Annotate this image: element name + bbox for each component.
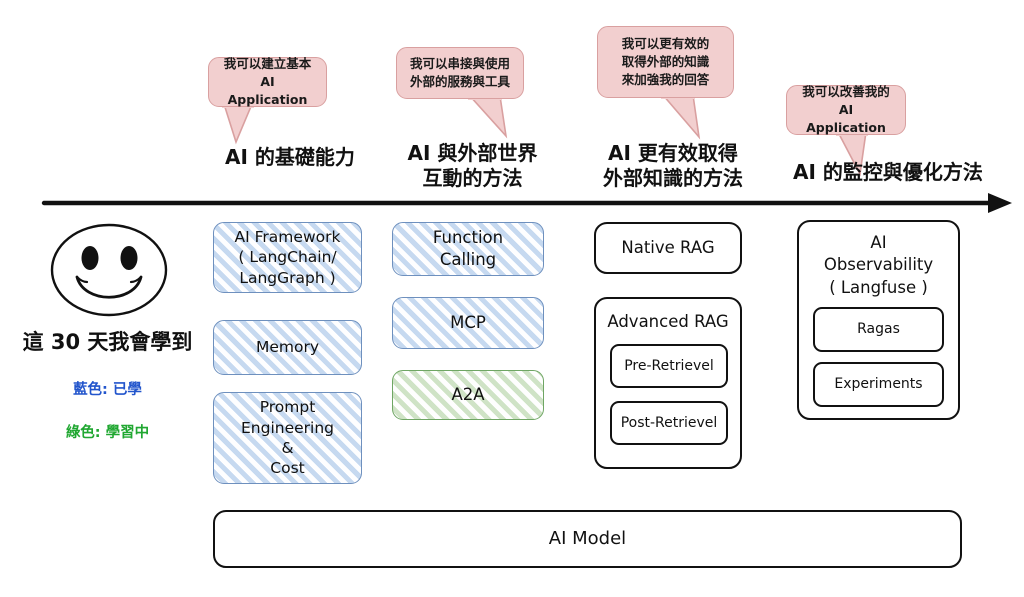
column-heading-tools: AI 與外部世界 互動的方法 [407, 141, 538, 190]
node-advanced-rag-group[interactable]: Advanced RAG Pre-Retrievel Post-Retrieve… [594, 297, 742, 469]
column-heading-foundation: AI 的基礎能力 [225, 145, 355, 169]
node-mcp[interactable]: MCP [392, 297, 544, 349]
node-ragas[interactable]: Ragas [813, 307, 944, 352]
speech-bubble-rag-text: 我可以更有效的 取得外部的知識 來加強我的回答 [621, 35, 710, 88]
legend-learning: 綠色: 學習中 [65, 425, 150, 441]
speech-bubble-foundation-text: 我可以建立基本 AI Application [223, 55, 312, 108]
speech-bubble-observability-text: 我可以改善我的 AI Application [802, 83, 890, 136]
node-a2a[interactable]: A2A [392, 370, 544, 420]
smiley-face-icon [50, 223, 168, 317]
node-experiments[interactable]: Experiments [813, 362, 944, 407]
column-heading-observability: AI 的監控與優化方法 [793, 160, 983, 184]
node-advanced-rag-label: Advanced RAG [607, 312, 729, 331]
speech-bubble-observability: 我可以改善我的 AI Application [786, 83, 906, 136]
speech-bubble-rag-tail [661, 91, 701, 140]
speech-bubble-rag: 我可以更有效的 取得外部的知識 來加強我的回答 [597, 26, 734, 98]
speech-bubble-tools: 我可以串接與使用 外部的服務與工具 [396, 47, 524, 99]
node-prompt-engineering-cost[interactable]: Prompt Engineering & Cost [213, 392, 362, 484]
column-heading-rag: AI 更有效取得 外部知識的方法 [603, 141, 743, 190]
node-memory[interactable]: Memory [213, 320, 362, 375]
speech-bubble-foundation: 我可以建立基本 AI Application [208, 55, 327, 108]
node-ai-observability-group[interactable]: AI Observability ( Langfuse ) Ragas Expe… [797, 220, 960, 420]
legend-learned: 藍色: 已學 [73, 382, 142, 398]
node-ai-observability-label: AI Observability ( Langfuse ) [823, 233, 934, 297]
speech-bubble-tools-text: 我可以串接與使用 外部的服務與工具 [409, 55, 510, 89]
node-post-retrievel[interactable]: Post-Retrievel [610, 401, 728, 445]
node-pre-retrievel[interactable]: Pre-Retrievel [610, 344, 728, 388]
left-panel-title: 這 30 天我會學到 [22, 330, 193, 354]
node-ai-model-foundation[interactable]: AI Model [213, 510, 962, 568]
node-ai-framework[interactable]: AI Framework ( LangChain/ LangGraph ) [213, 222, 362, 293]
speech-bubble-tools-tail [468, 92, 508, 139]
node-function-calling[interactable]: Function Calling [392, 222, 544, 276]
timeline-arrow-icon [41, 193, 1012, 213]
node-native-rag[interactable]: Native RAG [594, 222, 742, 274]
